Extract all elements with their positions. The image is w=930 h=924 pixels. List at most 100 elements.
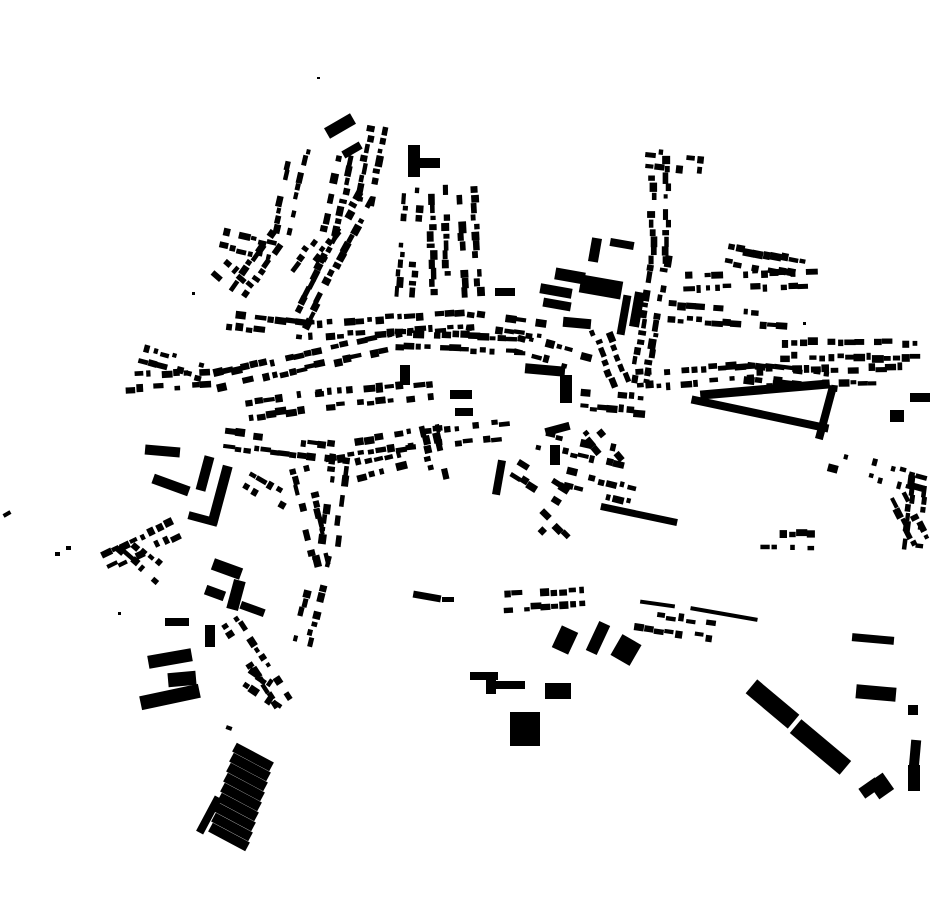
building [580,388,591,397]
building [780,252,790,262]
building [399,251,405,258]
building [377,148,383,154]
building [234,427,246,437]
building [195,455,215,492]
building [250,487,259,497]
building [264,696,274,706]
building [332,261,342,270]
building [443,214,451,221]
building [583,436,597,450]
building [809,355,817,360]
building [579,351,593,363]
building [424,427,432,435]
building [579,600,586,607]
building [711,320,724,328]
building [441,467,450,480]
building [313,291,323,304]
building [531,353,543,361]
building [245,661,255,670]
building [596,428,607,439]
building [868,363,876,371]
building [610,634,642,666]
building [313,507,322,520]
building [192,381,200,388]
building [745,679,800,729]
building [631,374,639,384]
building [347,451,355,457]
building [161,370,173,379]
building [356,399,365,406]
building [270,449,280,456]
building [186,370,193,377]
building [386,443,396,453]
building [704,272,711,278]
building [118,612,121,615]
building [909,494,916,504]
building [871,458,879,467]
building [747,361,755,367]
building [568,587,577,593]
building [588,455,595,464]
building [196,795,222,835]
building [398,242,404,248]
building [292,191,299,200]
building [910,539,918,547]
building [465,325,473,331]
building [224,629,236,640]
building [414,187,420,194]
building [301,598,309,608]
building [651,192,657,200]
building [711,271,724,279]
building [443,240,449,251]
building [700,366,707,373]
building [476,269,482,277]
building [452,330,460,338]
building [539,508,552,521]
building [458,221,467,234]
building [234,322,244,332]
building [791,351,798,359]
building [588,329,596,337]
building [258,653,268,662]
building [303,464,311,473]
building [597,346,607,358]
building [235,310,247,320]
building [792,365,803,373]
building [307,332,313,340]
building [815,384,837,441]
building [249,359,259,369]
building [551,522,564,536]
building [228,279,240,293]
building [122,549,135,561]
building [651,319,660,332]
building [515,317,527,323]
building [617,391,628,399]
building [611,495,625,505]
building [226,762,268,792]
building [285,317,297,324]
building [340,474,350,487]
building [690,606,758,622]
building [843,454,849,460]
building [428,193,435,206]
building [241,289,251,299]
building [920,485,927,498]
building [822,379,829,384]
building [837,353,844,359]
building [626,484,637,492]
building [675,165,684,174]
building [253,325,266,333]
building [828,354,835,362]
building [415,214,423,222]
building [295,171,305,184]
building [153,382,164,389]
building [550,445,560,465]
building [639,599,676,609]
building [130,556,141,567]
building [498,421,511,428]
building [433,332,441,339]
building [214,802,256,832]
building [247,684,261,697]
building [288,367,298,377]
